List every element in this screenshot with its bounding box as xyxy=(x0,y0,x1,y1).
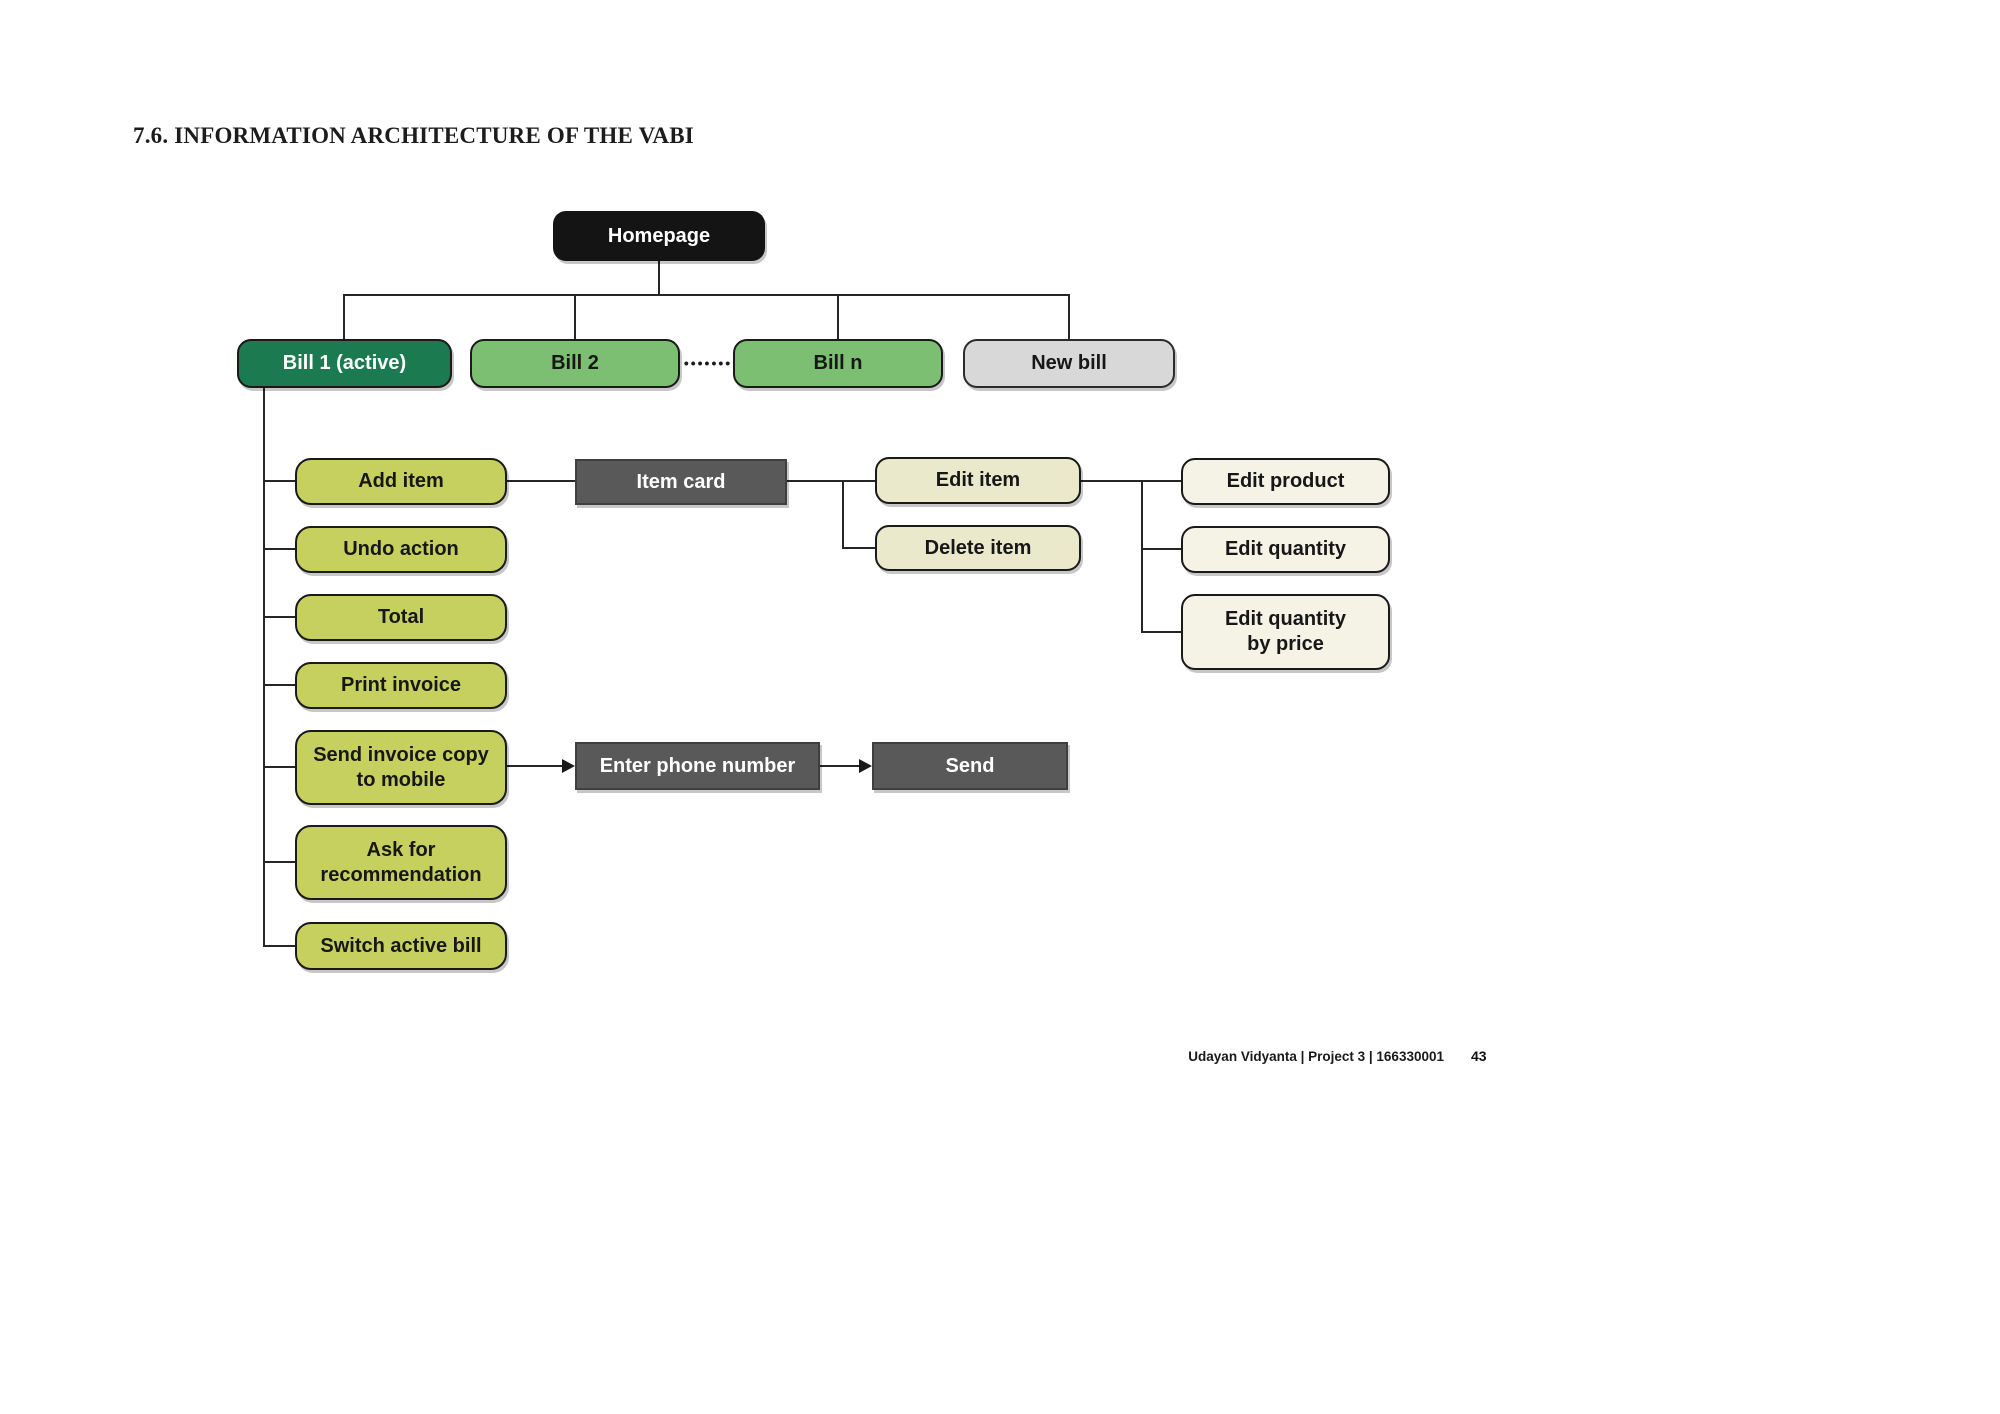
connector xyxy=(1141,631,1181,633)
footer-page-number: 43 xyxy=(1471,1048,1487,1064)
node-total: Total xyxy=(295,594,507,641)
node-send-invoice-copy: Send invoice copy to mobile xyxy=(295,730,507,805)
node-bill-1-active: Bill 1 (active) xyxy=(237,339,452,388)
node-send: Send xyxy=(872,742,1068,790)
connector xyxy=(507,765,563,767)
connector xyxy=(1141,480,1143,633)
connector xyxy=(787,480,875,482)
connector xyxy=(837,294,839,340)
node-undo-action: Undo action xyxy=(295,526,507,573)
node-label-line: by price xyxy=(1247,633,1324,655)
node-homepage: Homepage xyxy=(553,211,765,261)
node-switch-active-bill: Switch active bill xyxy=(295,922,507,970)
connector xyxy=(343,294,1070,296)
node-ask-for-recommendation: Ask for recommendation xyxy=(295,825,507,900)
node-enter-phone-number: Enter phone number xyxy=(575,742,820,790)
node-item-card: Item card xyxy=(575,459,787,505)
connector xyxy=(263,387,265,947)
node-edit-quantity-by-price: Edit quantity by price xyxy=(1181,594,1390,670)
connector xyxy=(263,548,296,550)
node-bill-2: Bill 2 xyxy=(470,339,680,388)
node-label-line: Edit quantity xyxy=(1224,608,1347,630)
page-title: 7.6. INFORMATION ARCHITECTURE OF THE VAB… xyxy=(133,123,694,148)
connector xyxy=(263,616,296,618)
arrow-right-icon xyxy=(562,759,575,773)
connector xyxy=(263,684,296,686)
node-edit-quantity: Edit quantity xyxy=(1181,526,1390,573)
connector xyxy=(343,294,345,340)
connector xyxy=(507,480,575,482)
connector xyxy=(842,547,875,549)
ellipsis-separator: ••••••• xyxy=(683,355,733,371)
connector xyxy=(1081,480,1181,482)
node-bill-n: Bill n xyxy=(733,339,943,388)
connector xyxy=(842,480,844,549)
node-edit-product: Edit product xyxy=(1181,458,1390,505)
node-add-item: Add item xyxy=(295,458,507,505)
node-delete-item: Delete item xyxy=(875,525,1081,571)
connector xyxy=(574,294,576,340)
connector xyxy=(263,945,296,947)
node-label-line: recommendation xyxy=(320,863,482,886)
arrow-right-icon xyxy=(859,759,872,773)
connector xyxy=(263,766,296,768)
node-label-line: to mobile xyxy=(356,768,446,791)
connector xyxy=(263,861,296,863)
node-edit-item: Edit item xyxy=(875,457,1081,504)
node-label-line: Ask for xyxy=(366,838,436,861)
connector xyxy=(263,480,296,482)
node-print-invoice: Print invoice xyxy=(295,662,507,709)
connector xyxy=(1068,294,1070,340)
connector xyxy=(658,261,660,296)
node-label-line: Send invoice copy xyxy=(313,743,489,766)
footer-credit: Udayan Vidyanta | Project 3 | 166330001 xyxy=(1188,1049,1444,1064)
node-new-bill: New bill xyxy=(963,339,1175,388)
connector xyxy=(1141,548,1181,550)
connector xyxy=(820,765,860,767)
